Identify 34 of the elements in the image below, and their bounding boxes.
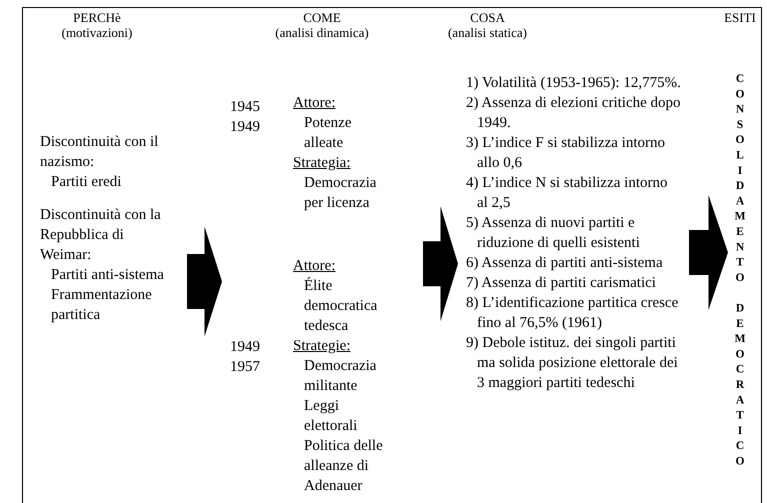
list-item: 7) Assenza di partiti carismatici	[466, 274, 657, 293]
column-heading: PERCHè (motivazioni)	[60, 10, 134, 40]
text-line: Potenze alleate	[303, 114, 352, 153]
list-item: 8) L’identificazione partitica cresce fino al 76,5% (1961)	[466, 294, 680, 333]
sub-item: Frammentazione partitica	[50, 286, 153, 325]
sub-item: Partiti anti-sistema	[50, 266, 165, 285]
column-heading: COME (analisi dinamica)	[274, 10, 370, 40]
list-item: 3) L’indice F si stabilizza intorno allo 0,6	[466, 134, 666, 173]
block-arrow	[689, 194, 728, 310]
item-heading: Discontinuità con il nazismo:	[40, 133, 160, 172]
sub-item: Partiti eredi	[50, 173, 122, 192]
field-label: Strategia:	[293, 154, 352, 173]
block-arrow	[187, 226, 222, 336]
field-label: Strategie:	[293, 337, 352, 356]
list-item: 6) Assenza di partiti anti-sistema	[466, 254, 664, 273]
list-item: 1) Volatilità (1953-1965): 12,775%.	[466, 74, 681, 93]
list-item: 2) Assenza di elezioni critiche dopo 1949.	[466, 94, 681, 133]
text-line: Democrazia per licenza	[303, 174, 378, 213]
text-line: Leggi elettorali	[303, 397, 358, 436]
item-heading: Discontinuità con la Repubblica di Weimar:	[40, 206, 162, 265]
year-range: 1949 1957	[230, 338, 261, 377]
list-item: 5) Assenza di nuovi partiti e riduzione di quelli esistenti	[466, 214, 641, 253]
text-line: Democrazia militante	[303, 357, 378, 396]
year-range: 1945 1949	[230, 98, 261, 137]
list-item: 9) Debole istituz. dei singoli partiti ma solida posizione elettorale dei 3 maggiori partiti tedeschi	[466, 334, 679, 393]
text-line: Élite democratica tedesca	[303, 276, 378, 336]
block-arrow	[423, 206, 458, 322]
text-line: Politica delle alleanze di Adenauer	[303, 437, 384, 496]
column-heading: COSA (analisi statica)	[446, 10, 528, 40]
vertical-text: CONSOLIDAMENTO DEMOCRATICO	[733, 73, 747, 471]
list-item: 4) L’indice N si stabilizza intorno al 2,5	[466, 174, 668, 213]
field-label: Attore:	[293, 257, 336, 276]
column-heading: ESITI	[723, 10, 757, 25]
field-label: Attore:	[293, 94, 336, 113]
